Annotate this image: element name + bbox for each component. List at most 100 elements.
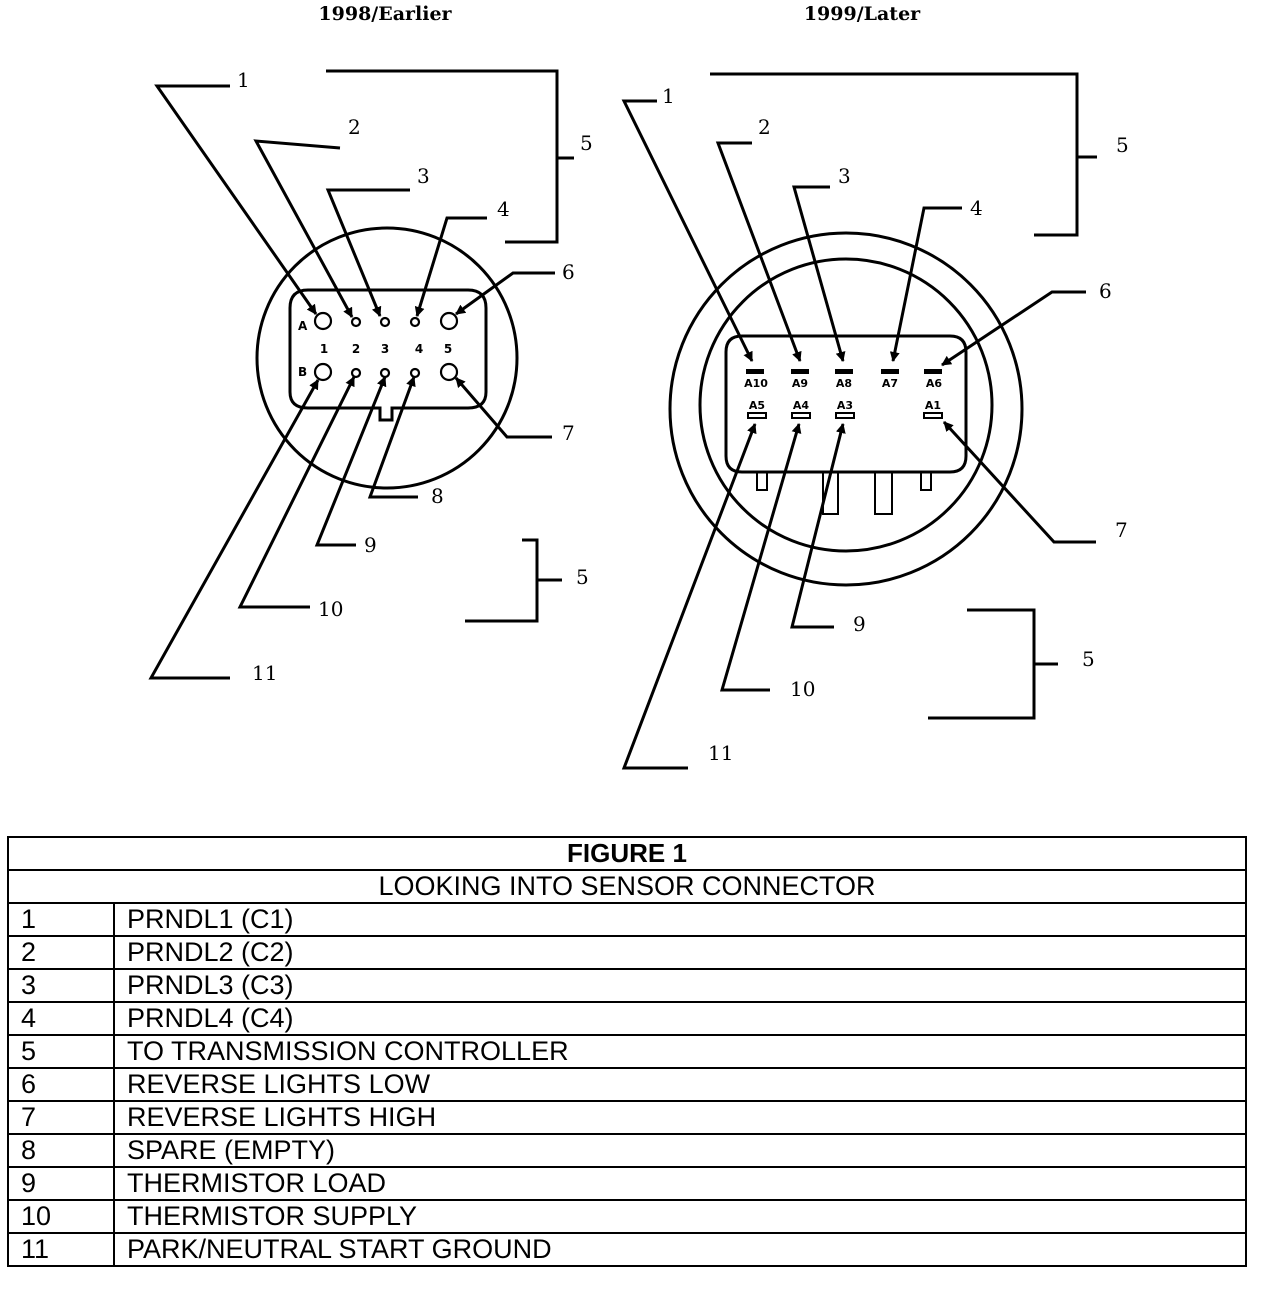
legend-number: 7 (7, 1100, 115, 1135)
left-connector-outer-ring (255, 226, 519, 490)
right-connector-title: 1999/Later (804, 3, 921, 25)
right-leader-6 (941, 290, 1086, 367)
left-connector-body (288, 288, 488, 422)
legend-description: TO TRANSMISSION CONTROLLER (113, 1034, 1247, 1069)
figure-legend-table: FIGURE 1 LOOKING INTO SENSOR CONNECTOR 1… (7, 836, 1247, 1267)
legend-title-row: FIGURE 1 (7, 836, 1247, 871)
left-pin-b5 (439, 362, 459, 382)
right-leader-10 (720, 423, 802, 692)
right-connector-leg-3 (874, 471, 893, 515)
left-leader-7 (454, 377, 552, 439)
left-callout-6: 6 (562, 260, 575, 284)
right-callout-3: 3 (838, 164, 851, 188)
right-leader-11 (621, 423, 757, 770)
left-column-4-label: 4 (415, 342, 423, 356)
legend-description: PRNDL3 (C3) (113, 968, 1247, 1003)
right-leader-9 (790, 423, 846, 629)
right-slot-a9 (791, 369, 809, 374)
table-row: 10 THERMISTOR SUPPLY (7, 1199, 1247, 1234)
left-callout-3: 3 (417, 164, 430, 188)
right-slot-a7 (881, 369, 899, 374)
left-callout-10: 10 (318, 597, 343, 621)
legend-title: FIGURE 1 (7, 836, 1247, 871)
right-leader-2 (715, 141, 802, 362)
right-pin-label-a5: A5 (749, 399, 765, 412)
legend-number: 1 (7, 902, 115, 937)
left-leader-8 (367, 376, 418, 499)
right-connector-leg-1 (756, 471, 768, 491)
left-leader-9 (314, 376, 387, 547)
legend-description: REVERSE LIGHTS HIGH (113, 1100, 1247, 1135)
right-slot-a10 (746, 369, 764, 374)
right-slot-a6 (924, 369, 942, 374)
legend-description: PRNDL4 (C4) (113, 1001, 1247, 1036)
left-column-3-label: 3 (381, 342, 389, 356)
legend-number: 10 (7, 1199, 115, 1234)
left-leader-3 (325, 188, 410, 317)
left-bracket-5-bottom (465, 538, 539, 623)
right-slot-a1 (923, 412, 943, 419)
right-pin-label-a6: A6 (926, 377, 943, 390)
left-callout-5-bottom: 5 (576, 565, 589, 589)
table-row: 7 REVERSE LIGHTS HIGH (7, 1100, 1247, 1135)
right-callout-6: 6 (1099, 279, 1112, 303)
left-callout-9: 9 (364, 533, 377, 557)
left-callout-7: 7 (562, 421, 575, 445)
legend-description: SPARE (EMPTY) (113, 1133, 1247, 1168)
right-callout-5-bottom: 5 (1082, 647, 1095, 671)
legend-description: THERMISTOR SUPPLY (113, 1199, 1247, 1234)
right-pin-label-a8: A8 (836, 377, 852, 390)
right-connector-leg-4 (920, 471, 932, 491)
connector-diagram: 1998/Earlier 1999/Later A B 1 2 3 4 5 (148, 3, 1129, 770)
left-column-1-label: 1 (320, 342, 328, 356)
legend-description: PARK/NEUTRAL START GROUND (113, 1232, 1247, 1267)
left-callout-4: 4 (497, 197, 510, 221)
legend-description: PRNDL2 (C2) (113, 935, 1247, 970)
right-callout-5-top: 5 (1116, 133, 1129, 157)
right-leader-3 (792, 185, 846, 362)
table-row: 3 PRNDL3 (C3) (7, 968, 1247, 1003)
right-pin-label-a10: A10 (744, 377, 768, 390)
table-row: 11 PARK/NEUTRAL START GROUND (7, 1232, 1247, 1267)
right-callout-7: 7 (1115, 518, 1128, 542)
left-leader-10 (237, 376, 356, 609)
legend-number: 9 (7, 1166, 115, 1201)
legend-number: 5 (7, 1034, 115, 1069)
table-row: 8 SPARE (EMPTY) (7, 1133, 1247, 1168)
table-row: 2 PRNDL2 (C2) (7, 935, 1247, 970)
right-pin-label-a4: A4 (793, 399, 810, 412)
table-row: 5 TO TRANSMISSION CONTROLLER (7, 1034, 1247, 1069)
legend-number: 4 (7, 1001, 115, 1036)
left-leader-2 (253, 139, 354, 318)
legend-number: 8 (7, 1133, 115, 1168)
right-callout-1: 1 (662, 84, 675, 108)
right-connector-outer-ring (668, 231, 1024, 587)
right-slot-a5 (747, 412, 767, 419)
left-bracket-5-top (326, 69, 559, 244)
right-connector: A10 A9 A8 A7 A6 A5 A4 A3 A1 1 2 3 4 5 (621, 72, 1129, 770)
left-pin-b3 (379, 367, 391, 379)
left-callout-8: 8 (431, 484, 444, 508)
right-slot-a8 (835, 369, 853, 374)
right-pin-label-a9: A9 (792, 377, 808, 390)
right-callout-9: 9 (853, 612, 866, 636)
table-row: 4 PRNDL4 (C4) (7, 1001, 1247, 1036)
right-callout-2: 2 (758, 115, 771, 139)
table-row: 9 THERMISTOR LOAD (7, 1166, 1247, 1201)
legend-description: REVERSE LIGHTS LOW (113, 1067, 1247, 1102)
right-slot-a4 (791, 412, 811, 419)
left-pin-b4 (409, 367, 421, 379)
right-pin-label-a1: A1 (925, 399, 941, 412)
right-bracket-5-top (710, 72, 1079, 237)
left-row-a-label: A (298, 319, 308, 333)
left-column-5-label: 5 (444, 342, 452, 356)
table-row: 1 PRNDL1 (C1) (7, 902, 1247, 937)
legend-number: 11 (7, 1232, 115, 1267)
legend-description: PRNDL1 (C1) (113, 902, 1247, 937)
right-leader-4 (889, 206, 962, 362)
right-connector-inner-ring (698, 257, 994, 553)
table-row: 6 REVERSE LIGHTS LOW (7, 1067, 1247, 1102)
right-leader-1 (621, 99, 754, 362)
left-leader-1 (154, 84, 318, 315)
left-pin-a1 (313, 311, 333, 331)
